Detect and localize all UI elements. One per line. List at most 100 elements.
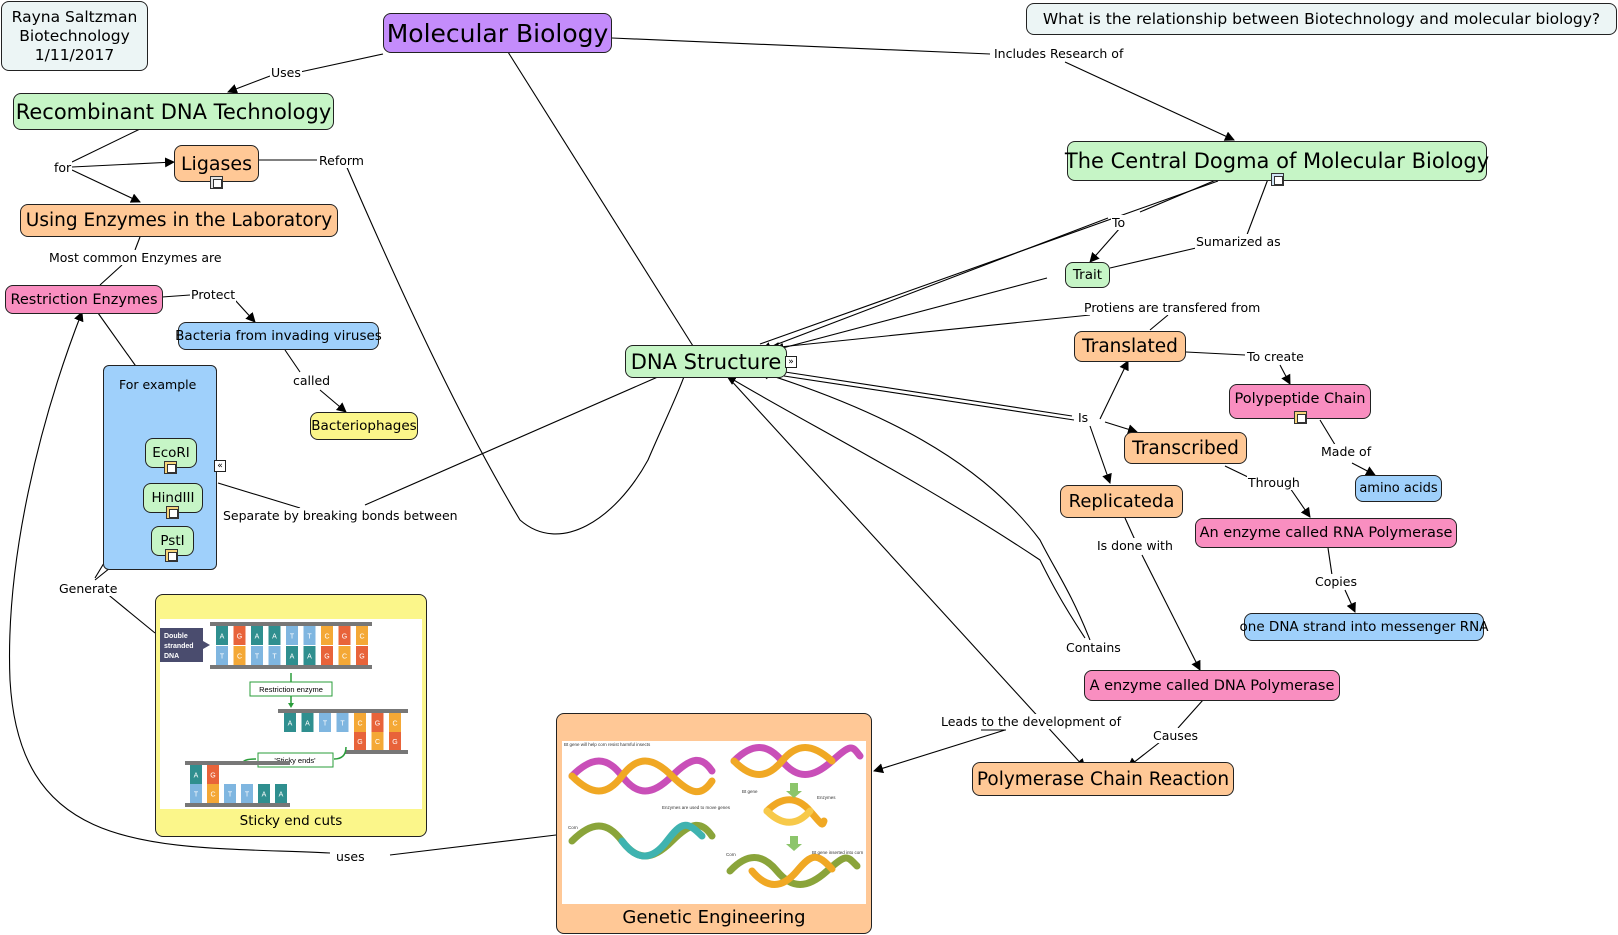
base-letter: G — [375, 721, 380, 728]
base-letter: A — [220, 634, 225, 641]
author-name: Rayna Saltzman — [11, 7, 138, 26]
link-label-to-create: To create — [1246, 349, 1305, 364]
base-letter: A — [272, 634, 277, 641]
base-top — [216, 626, 228, 645]
base-letter: A — [290, 654, 295, 661]
concept-ligases[interactable]: Ligases — [174, 145, 259, 182]
base-letter: T — [272, 654, 277, 661]
base-letter: T — [255, 654, 260, 661]
author-course: Biotechnology — [19, 26, 130, 45]
base-bottom — [233, 646, 246, 665]
sticky-end-cuts-caption: Sticky end cuts — [239, 813, 343, 829]
image-resource-icon[interactable] — [166, 506, 179, 519]
concept-bacteriophages[interactable]: Bacteriophages — [310, 412, 418, 440]
concept-recombinant-dna[interactable]: Recombinant DNA Technology — [13, 93, 334, 130]
base-bottom — [268, 646, 281, 665]
inserted-label: Bt gene inserted into corn — [812, 850, 864, 855]
expand-icon[interactable]: » — [785, 356, 797, 368]
enzymes-note: Enzymes are used to move genes — [662, 805, 731, 810]
author-date: 1/11/2017 — [34, 45, 115, 64]
base-letter: T — [228, 792, 233, 799]
image-resource-icon[interactable] — [165, 549, 178, 562]
base-letter: G — [324, 654, 329, 661]
base-letter: C — [324, 634, 329, 641]
concept-restriction-enzymes[interactable]: Restriction Enzymes — [5, 285, 163, 314]
concept-rna-polymerase[interactable]: An enzyme called RNA Polymerase — [1195, 518, 1457, 548]
focus-question: What is the relationship between Biotech… — [1026, 3, 1617, 35]
base-letter: T — [290, 634, 295, 641]
link-label-contains: Contains — [1065, 640, 1122, 655]
sticky-ends-label: 'Sticky ends' — [274, 756, 316, 765]
base-letter: C — [357, 721, 362, 728]
concept-dna-to-mrna[interactable]: one DNA strand into messenger RNA — [1240, 613, 1488, 641]
base-letter: C — [359, 634, 364, 641]
link-label-includes: Includes Research of — [993, 46, 1125, 61]
base-top — [286, 626, 298, 645]
base-left-top — [207, 765, 219, 784]
concept-bacteria[interactable]: Bacteria from invading viruses — [175, 322, 382, 350]
genetic-engineering-caption: Genetic Engineering — [622, 907, 806, 928]
base-top — [356, 626, 368, 645]
base-letter: T — [307, 634, 312, 641]
corn-label-2: Corn — [726, 852, 736, 857]
concept-dna-structure[interactable]: DNA Structure — [625, 345, 787, 378]
image-resource-icon[interactable] — [1294, 411, 1307, 424]
link-label-generate: Generate — [58, 581, 119, 596]
base-letter: G — [342, 634, 347, 641]
base-letter: G — [210, 773, 215, 780]
concept-dna-polymerase[interactable]: A enzyme called DNA Polymerase — [1084, 670, 1340, 701]
link-label-separate: Separate by breaking bonds between — [222, 508, 459, 523]
base-letter: T — [220, 654, 225, 661]
concept-central-dogma[interactable]: The Central Dogma of Molecular Biology — [1065, 141, 1489, 181]
base-bottom — [286, 646, 298, 665]
base-right-top — [319, 713, 331, 732]
link-label-uses: Uses — [270, 65, 302, 80]
author-box: Rayna Saltzman Biotechnology 1/11/2017 — [1, 1, 148, 71]
base-right-top — [371, 713, 384, 732]
base-right-bottom — [389, 732, 401, 750]
base-right-bottom — [371, 732, 384, 750]
base-left-top — [190, 765, 202, 784]
base-letter: G — [357, 739, 362, 746]
genetic-engineering-illustration: Bt gene will help corn resist harmful in… — [564, 742, 864, 888]
link-label-proteins: Protiens are transfered from — [1083, 300, 1262, 315]
base-top — [321, 626, 333, 645]
base-letter: A — [262, 792, 267, 799]
concept-molecular-biology[interactable]: Molecular Biology — [383, 13, 612, 53]
concept-replicated[interactable]: Replicateda — [1060, 485, 1183, 518]
base-right-top — [389, 713, 401, 732]
base-letter: A — [305, 721, 310, 728]
link-label-reform: Reform — [318, 153, 365, 168]
link-label-uses-2: uses — [335, 849, 366, 864]
concept-amino-acids[interactable]: amino acids — [1355, 475, 1442, 502]
corn-label: Corn — [568, 825, 578, 830]
link-label-to: To — [1111, 215, 1127, 230]
link-label-causes: Causes — [1152, 728, 1200, 743]
link-label-protect: Protect — [190, 287, 237, 302]
base-left-bottom — [207, 784, 219, 803]
concept-transcribed[interactable]: Transcribed — [1124, 432, 1247, 464]
concept-translated[interactable]: Translated — [1074, 331, 1186, 362]
link-label-summarized: Sumarized as — [1195, 234, 1282, 249]
base-letter: G — [392, 739, 397, 746]
link-label-made-of: Made of — [1320, 444, 1373, 459]
concept-psti[interactable]: PstI — [151, 526, 194, 556]
video-resource-icon[interactable] — [1271, 173, 1284, 186]
base-top — [251, 626, 263, 645]
base-bottom — [216, 646, 228, 665]
document-resource-icon[interactable] — [210, 176, 223, 189]
collapse-group-icon[interactable]: « — [214, 460, 226, 472]
concept-using-enzymes[interactable]: Using Enzymes in the Laboratory — [20, 204, 338, 237]
concept-genetic-engineering[interactable]: Bt gene will help corn resist harmful in… — [556, 713, 872, 934]
link-label-leads-to: Leads to the development of — [940, 714, 1123, 729]
concept-hindiii[interactable]: HindIII — [143, 483, 203, 513]
concept-trait[interactable]: Trait — [1065, 262, 1110, 288]
base-bottom — [303, 646, 316, 665]
base-bottom — [356, 646, 368, 665]
link-label-copies: Copies — [1314, 574, 1358, 589]
concept-pcr[interactable]: Polymerase Chain Reaction — [972, 762, 1234, 796]
image-resource-icon[interactable] — [164, 461, 177, 474]
